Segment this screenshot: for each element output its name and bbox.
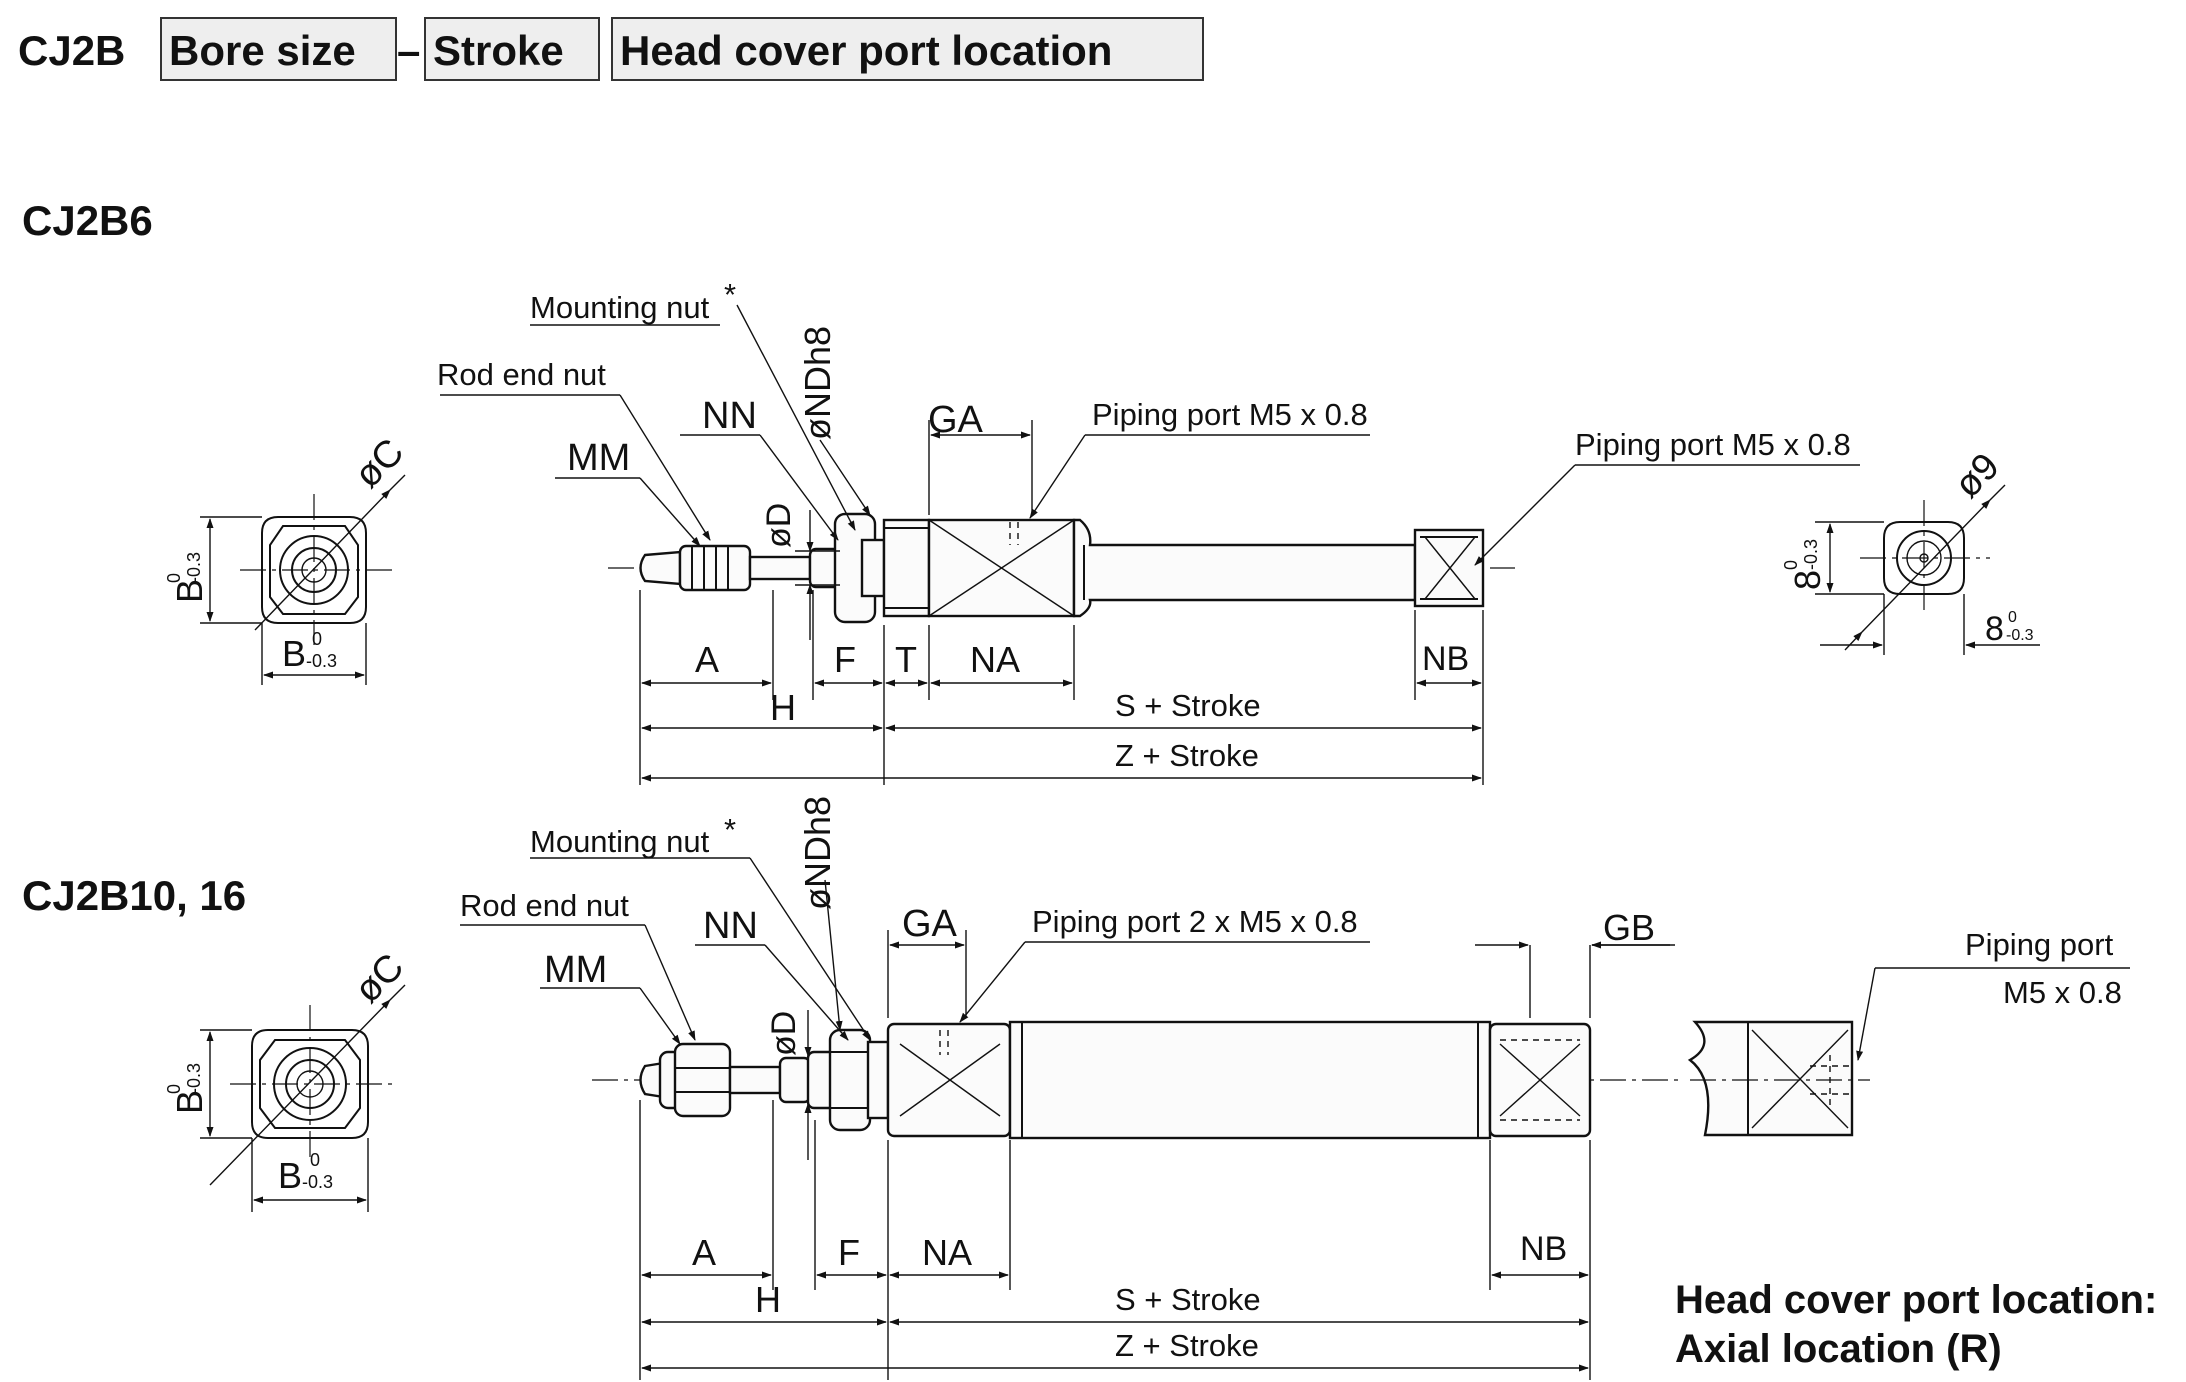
label-h-1: H	[770, 687, 796, 728]
label-b-horz-2: B	[278, 1155, 302, 1196]
label-nd-2: øNDh8	[797, 796, 838, 910]
label-b-vert-tol-up-1: 0	[164, 573, 184, 583]
label-piping-port-2: Piping port 2 x M5 x 0.8	[1032, 904, 1358, 939]
axial-port-detail	[1687, 1020, 1870, 1137]
label-a-2: A	[692, 1232, 716, 1273]
label-8-horz-tol-up: 0	[2008, 609, 2017, 626]
label-h-2: H	[755, 1279, 781, 1320]
field-box-port-location	[611, 17, 1204, 81]
label-piping-port-r2: M5 x 0.8	[2003, 975, 2122, 1010]
label-nn-1: NN	[702, 395, 757, 437]
label-b-vert-1: B	[169, 579, 210, 603]
label-b-horz-tol-low-1: -0.3	[306, 651, 337, 671]
field-bore-size: Bore size	[169, 27, 356, 74]
cylinder-side-view-2	[592, 1020, 1680, 1140]
label-8-vert: 8	[1787, 570, 1828, 590]
label-8-vert-tol-low: -0.3	[1801, 539, 1821, 570]
label-8-horz-tol-low: -0.3	[2006, 627, 2034, 644]
label-nb-1: NB	[1422, 640, 1469, 678]
label-asterisk-1: *	[724, 277, 736, 312]
rod-end-view-1	[200, 474, 406, 685]
label-8-vert-tol-up: 0	[1781, 560, 1801, 570]
label-piping-port-1b: Piping port M5 x 0.8	[1575, 427, 1851, 462]
model-code-header: CJ2B Bore size – Stroke Head cover port …	[18, 17, 1204, 81]
label-d-2: øD	[765, 1011, 803, 1056]
label-na-2: NA	[922, 1232, 972, 1273]
label-mm-1: MM	[567, 437, 630, 479]
label-nd-1: øNDh8	[797, 326, 838, 440]
label-mounting-nut-1: Mounting nut	[530, 290, 710, 325]
label-mm-2: MM	[544, 949, 607, 991]
label-asterisk-2: *	[724, 812, 736, 847]
label-piping-port-r1: Piping port	[1965, 927, 2114, 962]
label-b-horz-tol-low-2: -0.3	[302, 1172, 333, 1192]
label-ga-2: GA	[902, 903, 958, 945]
section-title-cj2b10-16: CJ2B10, 16	[22, 872, 246, 919]
note-axial-location: Axial location (R)	[1675, 1327, 2002, 1371]
field-box-stroke	[424, 17, 600, 81]
label-d-1: øD	[760, 503, 798, 548]
label-z-stroke-1: Z + Stroke	[1115, 738, 1259, 773]
label-nn-2: NN	[703, 905, 758, 947]
label-s-stroke-1: S + Stroke	[1115, 688, 1261, 723]
rod-end-view-2	[200, 984, 406, 1212]
label-a-1: A	[695, 639, 719, 680]
dimensions-1	[639, 420, 1484, 785]
head-end-view-1	[1815, 484, 2040, 655]
note-head-cover-port-location: Head cover port location:	[1675, 1278, 2157, 1322]
label-b-horz-1: B	[282, 633, 306, 674]
label-z-stroke-2: Z + Stroke	[1115, 1328, 1259, 1363]
label-b-vert-tol-low-2: -0.3	[184, 1063, 204, 1094]
leaders-1	[440, 304, 1860, 640]
field-stroke: Stroke	[433, 27, 564, 74]
label-b-horz-tol-up-1: 0	[312, 629, 322, 649]
field-box-bore-size	[160, 17, 397, 81]
label-f-2: F	[838, 1232, 860, 1273]
label-gb-2: GB	[1603, 907, 1655, 948]
label-phi9: ø9	[1947, 445, 2008, 506]
model-code: CJ2B	[18, 27, 125, 74]
dimensions-2	[639, 930, 1675, 1380]
label-s-stroke-2: S + Stroke	[1115, 1282, 1261, 1317]
leaders-2	[460, 857, 2130, 1160]
label-rod-end-nut-2: Rod end nut	[460, 888, 629, 923]
label-c-1: øC	[347, 431, 413, 497]
label-na-1: NA	[970, 639, 1020, 680]
field-port-location: Head cover port location	[620, 27, 1112, 74]
label-c-2: øC	[347, 946, 413, 1012]
label-piping-port-1a: Piping port M5 x 0.8	[1092, 397, 1368, 432]
label-b-horz-tol-up-2: 0	[310, 1150, 320, 1170]
label-rod-end-nut-1: Rod end nut	[437, 357, 606, 392]
field-separator: –	[397, 27, 420, 74]
label-f-1: F	[834, 639, 856, 680]
label-mounting-nut-2: Mounting nut	[530, 824, 710, 859]
section-title-cj2b6: CJ2B6	[22, 197, 153, 244]
label-nb-2: NB	[1520, 1230, 1567, 1268]
label-8-horz: 8	[1985, 610, 2004, 648]
label-t-1: T	[895, 639, 917, 680]
cylinder-side-view-1	[608, 512, 1515, 624]
label-b-vert-2: B	[169, 1090, 210, 1114]
label-b-vert-tol-low-1: -0.3	[184, 552, 204, 583]
label-b-vert-tol-up-2: 0	[164, 1084, 184, 1094]
